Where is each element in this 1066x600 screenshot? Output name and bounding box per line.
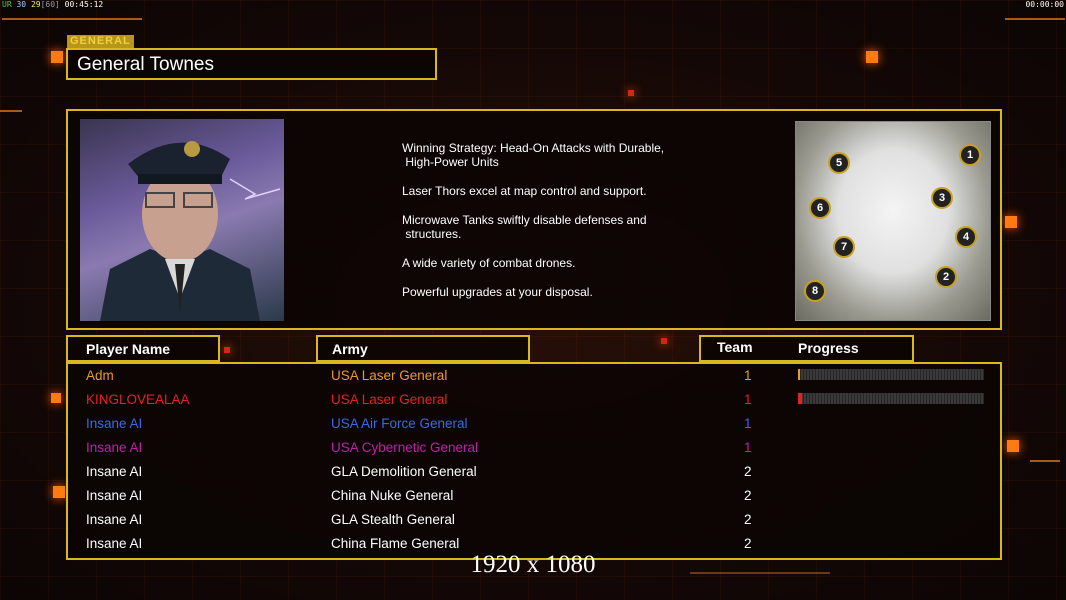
- decor-square: [224, 347, 230, 353]
- map-slot-2: 2: [935, 266, 957, 288]
- player-name: Insane AI: [86, 512, 143, 527]
- general-portrait: [80, 119, 284, 321]
- team-number: 1: [744, 392, 752, 407]
- decor-line: [0, 110, 22, 112]
- player-row[interactable]: Insane AI GLA Demolition General 2: [68, 461, 1000, 485]
- general-name-box: General Townes: [66, 48, 437, 80]
- description-line: Microwave Tanks swiftly disable defenses…: [402, 213, 647, 241]
- team-number: 1: [744, 440, 752, 455]
- map-slot-4: 4: [955, 226, 977, 248]
- team-number: 2: [744, 488, 752, 503]
- decor-line: [1030, 460, 1060, 462]
- map-slot-3: 3: [931, 187, 953, 209]
- description-line: Winning Strategy: Head-On Attacks with D…: [402, 141, 665, 169]
- team-number: 1: [744, 368, 752, 383]
- resolution-label: 1920 x 1080: [470, 551, 596, 578]
- map-slot-6: 6: [809, 197, 831, 219]
- army-name: GLA Demolition General: [331, 464, 477, 479]
- army-name: USA Laser General: [331, 368, 448, 383]
- decor-square: [661, 338, 667, 344]
- army-name: China Flame General: [331, 536, 460, 551]
- right-clock: 00:00:00: [1025, 0, 1064, 9]
- player-row[interactable]: Insane AI GLA Stealth General 2: [68, 509, 1000, 533]
- fps-readout: UR 30 29[60] 00:45:12: [2, 0, 104, 9]
- player-row[interactable]: Insane AI USA Air Force General 1: [68, 413, 1000, 437]
- army-name: USA Laser General: [331, 392, 448, 407]
- player-row[interactable]: Insane AI USA Cybernetic General 1: [68, 437, 1000, 461]
- team-number: 2: [744, 464, 752, 479]
- player-name-header: Player Name: [66, 335, 220, 362]
- decor-square: [1005, 216, 1017, 228]
- army-name: China Nuke General: [331, 488, 454, 503]
- map-preview[interactable]: 1 2 3 4 5 6 7 8: [795, 121, 991, 321]
- decor-line: [1005, 18, 1065, 20]
- decor-square: [1007, 440, 1019, 452]
- player-name: KINGLOVEALAA: [86, 392, 190, 407]
- player-row[interactable]: Adm USA Laser General 1: [68, 365, 1000, 389]
- general-name: General Townes: [77, 54, 214, 75]
- progress-bar: [798, 369, 984, 380]
- general-info-panel: Winning Strategy: Head-On Attacks with D…: [66, 109, 1002, 330]
- description-line: Laser Thors excel at map control and sup…: [402, 184, 647, 198]
- player-name: Insane AI: [86, 440, 143, 455]
- player-name: Insane AI: [86, 416, 143, 431]
- progress-fill: [798, 393, 802, 404]
- map-slot-8: 8: [804, 280, 826, 302]
- army-name: GLA Stealth General: [331, 512, 455, 527]
- player-row[interactable]: KINGLOVEALAA USA Laser General 1: [68, 389, 1000, 413]
- strategy-description: Winning Strategy: Head-On Attacks with D…: [402, 141, 702, 299]
- player-name: Insane AI: [86, 536, 143, 551]
- player-name: Adm: [86, 368, 114, 383]
- player-name: Insane AI: [86, 464, 143, 479]
- decor-square: [628, 90, 634, 96]
- description-line: A wide variety of combat drones.: [402, 256, 576, 270]
- map-slot-5: 5: [828, 152, 850, 174]
- map-slot-1: 1: [959, 144, 981, 166]
- decor-line: [2, 18, 142, 20]
- general-tag: GENERAL: [67, 35, 134, 48]
- decor-square: [866, 51, 878, 63]
- team-number: 2: [744, 512, 752, 527]
- map-slot-7: 7: [833, 236, 855, 258]
- progress-bar: [798, 393, 984, 404]
- team-number: 1: [744, 416, 752, 431]
- army-name: USA Air Force General: [331, 416, 468, 431]
- team-number: 2: [744, 536, 752, 551]
- decor-line: [690, 572, 830, 574]
- player-row[interactable]: Insane AI China Flame General 2: [68, 533, 1000, 557]
- progress-fill: [798, 369, 800, 380]
- army-header: Army: [316, 335, 530, 362]
- description-line: Powerful upgrades at your disposal.: [402, 285, 593, 299]
- player-row[interactable]: Insane AI China Nuke General 2: [68, 485, 1000, 509]
- decor-square: [51, 51, 63, 63]
- decor-square: [51, 393, 61, 403]
- player-name: Insane AI: [86, 488, 143, 503]
- decor-square: [53, 486, 65, 498]
- army-name: USA Cybernetic General: [331, 440, 479, 455]
